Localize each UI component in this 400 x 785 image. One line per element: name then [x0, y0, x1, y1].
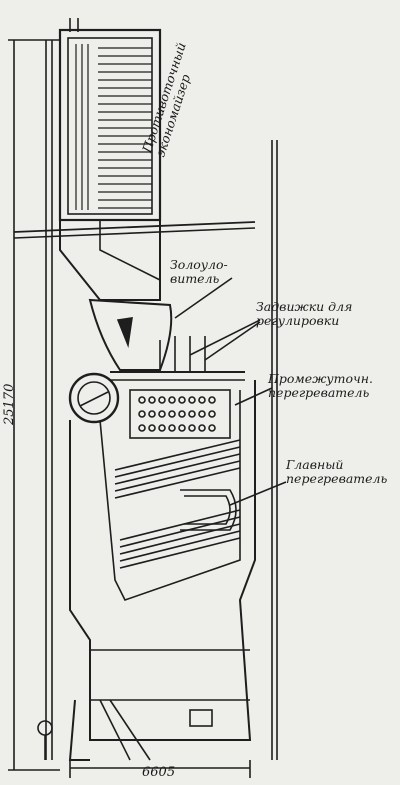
- height-dimension-label: 25170: [2, 383, 17, 425]
- intermediate-superheater-label: Промежуточн. перегреватель: [268, 372, 373, 400]
- main-superheater-label: Главный перегреватель: [286, 458, 387, 486]
- valves-label: Задвижки для регулировки: [256, 300, 352, 328]
- main-superheater-label-line-2: перегреватель: [286, 471, 388, 486]
- steam-drum: [68, 372, 120, 424]
- ash-catcher-label-line-1: Золоуло-: [170, 257, 228, 272]
- valves-label-line-2: регулировки: [256, 313, 340, 328]
- ash-catcher: [88, 298, 173, 371]
- intermediate-superheater-label-line-2: перегреватель: [268, 385, 370, 400]
- width-dimension-label: 6605: [142, 765, 176, 780]
- main-superheater-label-line-1: Главный: [286, 457, 344, 472]
- main-superheater: [114, 439, 241, 569]
- economizer-block: [58, 18, 162, 222]
- valves-label-line-1: Задвижки для: [256, 299, 353, 314]
- ash-catcher-label: Золоуло- витель: [170, 258, 228, 286]
- ash-catcher-label-line-2: витель: [170, 271, 220, 286]
- intermediate-superheater-label-line-1: Промежуточн.: [268, 371, 374, 386]
- intermediate-superheater: [129, 389, 231, 439]
